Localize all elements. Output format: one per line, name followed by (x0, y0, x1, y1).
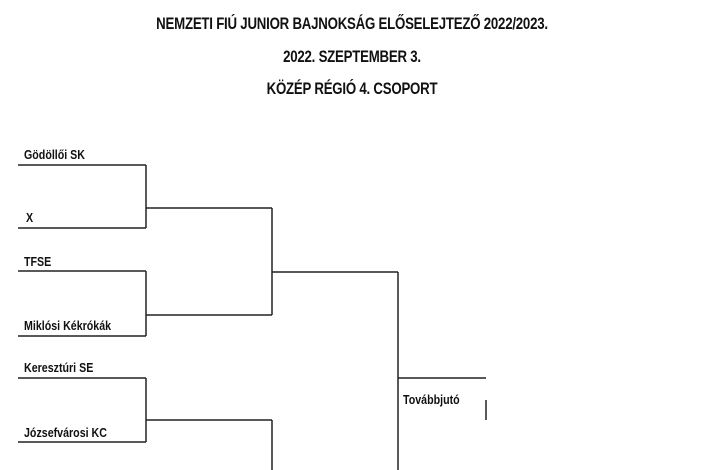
team-slot: Miklósi Kékrókák (24, 318, 112, 333)
team-slot: Józsefvárosi KC (24, 425, 107, 440)
team-slot: Gödöllői SK (24, 147, 86, 162)
team-slot: X (26, 210, 34, 225)
team-slot: Keresztúri SE (24, 360, 94, 375)
tournament-title: NEMZETI FIÚ JUNIOR BAJNOKSÁG ELŐSELEJTEZ… (156, 14, 548, 33)
qualifier-label: Továbbjutó (403, 392, 460, 407)
group-name: KÖZÉP RÉGIÓ 4. CSOPORT (266, 79, 438, 98)
tournament-date: 2022. SZEPTEMBER 3. (283, 47, 421, 66)
team-slot: TFSE (24, 254, 52, 269)
